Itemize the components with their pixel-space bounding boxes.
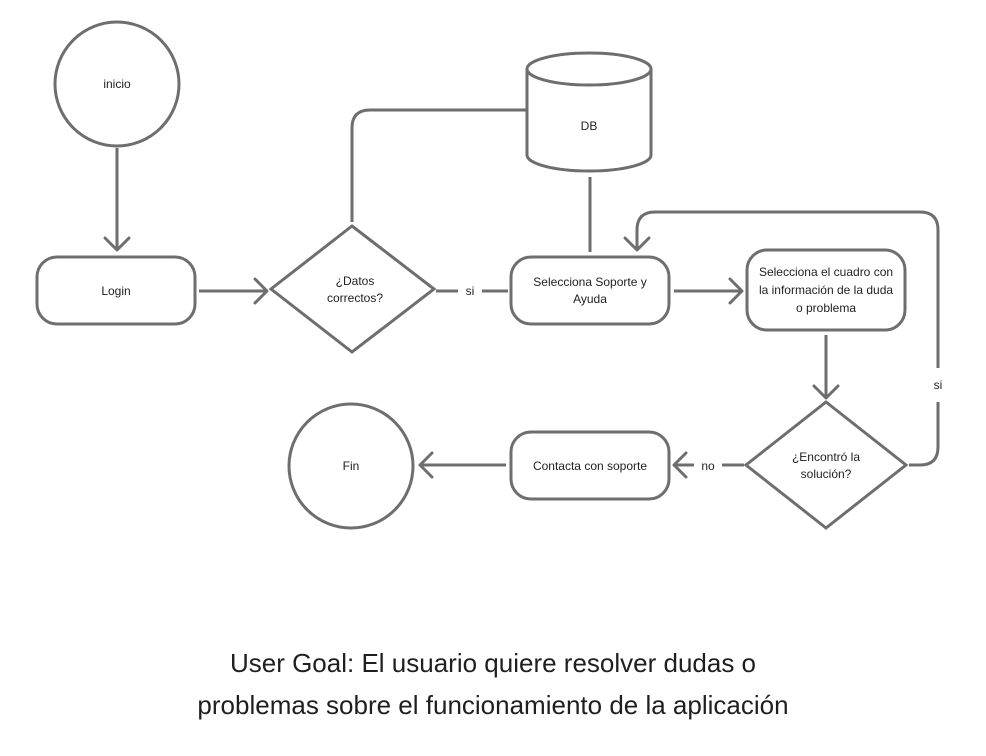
arrowhead-login xyxy=(103,236,131,252)
arrowhead-soporte xyxy=(623,236,651,252)
db-cylinder-top xyxy=(525,51,653,87)
inicio-label: inicio xyxy=(103,77,131,91)
arrowhead-cuadro xyxy=(728,277,744,305)
edge-label-no: no xyxy=(701,459,715,473)
datos-label-line-1: ¿Datos xyxy=(336,274,375,288)
cuadro-box xyxy=(745,248,907,332)
node-inicio: inicio xyxy=(53,20,181,148)
arrowhead-encontro xyxy=(812,384,840,400)
node-fin: Fin xyxy=(287,402,415,530)
edge-label-si-datos: si xyxy=(466,284,475,298)
cuadro-label-line-3: o problema xyxy=(796,301,856,315)
contacta-box xyxy=(509,430,671,501)
encontro-diamond xyxy=(743,400,909,530)
encontro-label-line-1: ¿Encontró la xyxy=(792,450,860,464)
db-cylinder xyxy=(525,69,653,173)
edge-encontro-loop xyxy=(909,402,940,467)
contacta-label: Contacta con soporte xyxy=(533,459,647,473)
soporte-box xyxy=(509,255,671,326)
login-label: Login xyxy=(101,284,130,298)
node-contacta-soporte: Contacta con soporte xyxy=(509,430,671,501)
cuadro-label-line-1: Selecciona el cuadro con xyxy=(759,265,893,279)
fin-circle xyxy=(287,402,415,530)
login-box xyxy=(35,255,197,326)
node-selecciona-cuadro: Selecciona el cuadro con la información … xyxy=(745,248,907,332)
node-db: DB xyxy=(525,51,653,173)
cuadro-label-line-2: la información de la duda xyxy=(759,283,893,297)
arrowhead-fin xyxy=(418,451,434,479)
user-goal-caption-line-1: User Goal: El usuario quiere resolver du… xyxy=(229,648,757,678)
db-label: DB xyxy=(581,119,598,133)
inicio-circle xyxy=(53,20,181,148)
node-login: Login xyxy=(35,255,197,326)
soporte-label-line-1: Selecciona Soporte y xyxy=(533,275,646,289)
datos-label-line-2: correctos? xyxy=(327,291,383,305)
node-datos-correctos: ¿Datos correctos? xyxy=(268,224,437,354)
edge-label-si-loop: si xyxy=(934,378,943,392)
edge-datos-db xyxy=(350,108,526,222)
edge-loop-top xyxy=(635,210,940,368)
flowchart: inicio Login ¿Datos correctos? DB Selecc… xyxy=(35,20,943,530)
connectors xyxy=(103,108,940,479)
datos-diamond xyxy=(268,224,437,354)
fin-label: Fin xyxy=(343,459,360,473)
arrowhead-contacta xyxy=(672,451,688,479)
arrowhead-datos xyxy=(253,277,269,305)
soporte-label-line-2: Ayuda xyxy=(573,292,607,306)
node-encontro-solucion: ¿Encontró la solución? xyxy=(743,400,909,530)
node-selecciona-soporte: Selecciona Soporte y Ayuda xyxy=(509,255,671,326)
user-goal-caption-line-2: problemas sobre el funcionamiento de la … xyxy=(197,690,789,720)
encontro-label-line-2: solución? xyxy=(801,467,852,481)
